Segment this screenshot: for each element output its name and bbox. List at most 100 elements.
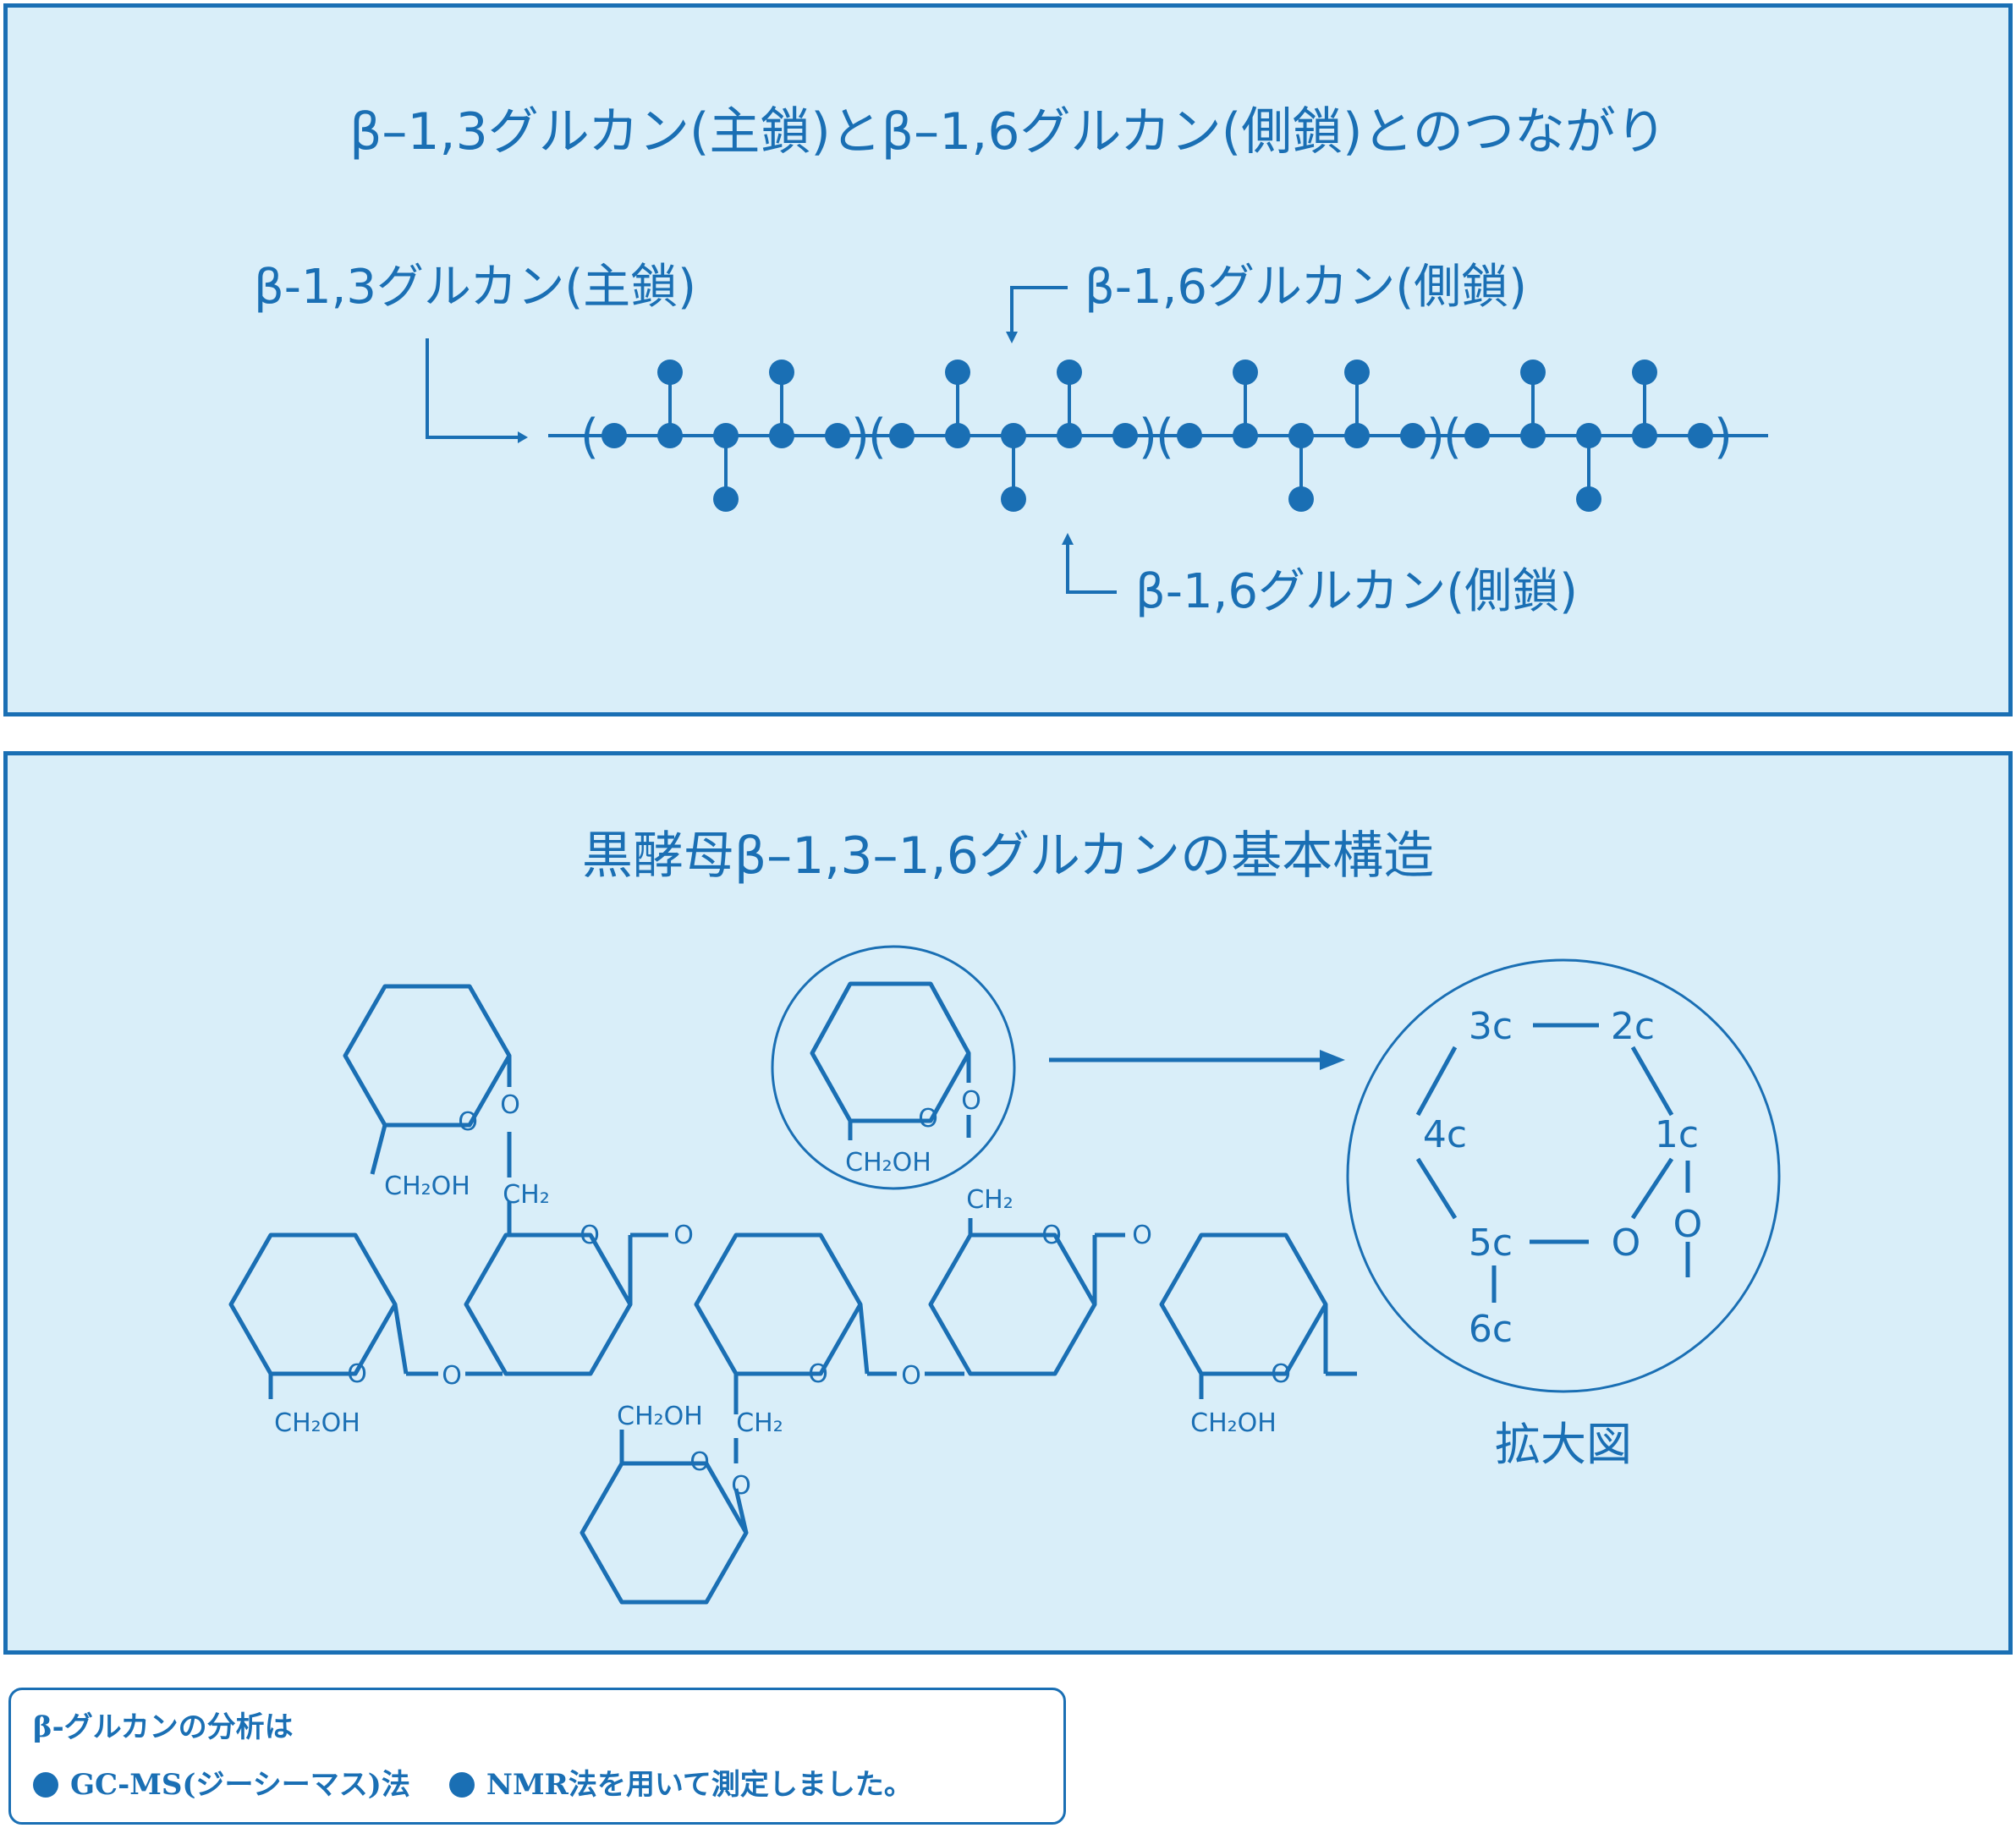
bridge-oxygen-label: O: [673, 1221, 694, 1250]
highlight-circle: [771, 945, 1016, 1190]
side-chain-glucose-node: [1057, 360, 1082, 385]
upper-side-chain-pointer: [1010, 286, 1068, 337]
ch2oh-label: CH₂OH: [845, 1148, 931, 1177]
ch2oh-label: CH₂OH: [274, 1408, 360, 1438]
lower-side-chain-label: β-1,6グルカン(側鎖): [1135, 564, 1578, 619]
bullet-icon: [448, 1772, 475, 1798]
ring-oxygen-label: O: [1271, 1359, 1291, 1389]
ch2oh-label: CH₂OH: [384, 1172, 470, 1201]
main-chain-glucose-node: [1001, 423, 1026, 448]
structure-diagram: O O CH₂OH CH₂ O O O O CH₂OH O O CH₂OH CH…: [228, 945, 1781, 1605]
carbon-6-label: 6c: [1469, 1308, 1513, 1351]
main-chain-glucose-node: [1520, 423, 1546, 448]
side-chain-glucose-node: [1576, 486, 1601, 512]
chain-panel-title: β–1,3グルカン(主鎖)とβ–1,6グルカン(側鎖)とのつながり: [349, 102, 1667, 162]
main-chain-glucose-node: [825, 423, 850, 448]
enlarge-arrowhead: [1320, 1050, 1345, 1070]
bullet-icon: [33, 1772, 58, 1798]
ring-oxygen-enlarged: O: [1612, 1221, 1641, 1265]
chain-units: ()()()(): [580, 360, 1733, 512]
main-chain-glucose-node: [1344, 423, 1370, 448]
glucose-ring-bottom-4: [928, 1232, 1097, 1376]
enlarged-view-circle: [1346, 958, 1781, 1393]
main-chain-glucose-node: [1057, 423, 1082, 448]
ch2-label: CH₂: [503, 1180, 550, 1210]
carbon-2-label: 2c: [1611, 1005, 1655, 1048]
method-gcms: GC-MS(ジーシーマス)法: [70, 1768, 410, 1802]
glycosidic-oxygen-enlarged: O: [1673, 1203, 1703, 1246]
ring-oxygen-label: O: [458, 1107, 478, 1137]
ring-oxygen-label: O: [689, 1447, 710, 1477]
carbon-1-label: 1c: [1655, 1113, 1699, 1156]
ch2oh-label: CH₂OH: [617, 1402, 703, 1431]
glucose-ring-bottom-3: [694, 1232, 863, 1376]
side-chain-glucose-node: [1233, 360, 1258, 385]
main-chain-glucose-node: [1233, 423, 1258, 448]
repeat-paren-close: ): [1714, 409, 1733, 464]
bridge-oxygen-label: O: [731, 1471, 751, 1501]
lower-arrowhead: [1062, 533, 1074, 545]
carbon-5-label: 5c: [1469, 1221, 1513, 1265]
carbon-3-label: 3c: [1469, 1005, 1513, 1048]
analysis-note: β-グルカンの分析は GC-MS(ジーシーマス)法 NMR法を用いて測定しました。: [8, 1688, 1066, 1825]
ch2oh-label: CH₂OH: [1190, 1408, 1277, 1438]
main-chain-glucose-node: [1688, 423, 1713, 448]
ring-oxygen-label: O: [808, 1359, 828, 1389]
main-chain-glucose-node: [1464, 423, 1490, 448]
glucose-ring-hanging: [580, 1461, 749, 1605]
ring-oxygen-label: O: [347, 1359, 367, 1389]
glucose-ring-bottom-5: [1159, 1232, 1328, 1376]
note-title: β-グルカンの分析は: [33, 1710, 294, 1744]
chain-connection-panel: β–1,3グルカン(主鎖)とβ–1,6グルカン(側鎖)とのつながり: [3, 3, 2013, 716]
main-chain-glucose-node: [1177, 423, 1202, 448]
main-chain-glucose-node: [769, 423, 794, 448]
side-chain-glucose-node: [945, 360, 970, 385]
repeat-paren-close: ): [851, 409, 870, 464]
side-chain-glucose-node: [713, 486, 739, 512]
main-chain-glucose-node: [889, 423, 915, 448]
repeat-paren-open: (: [868, 409, 887, 464]
note-methods: GC-MS(ジーシーマス)法 NMR法を用いて測定しました。: [33, 1761, 913, 1803]
repeat-paren-close: ): [1139, 409, 1157, 464]
repeat-paren-close: ): [1426, 409, 1445, 464]
glucose-ring-top-left: [343, 984, 512, 1128]
ring-oxygen-label: O: [500, 1090, 520, 1120]
lower-side-chain-pointer: [1066, 540, 1117, 594]
repeat-paren-open: (: [1443, 409, 1462, 464]
main-chain-glucose-node: [657, 423, 683, 448]
glucose-ring-bottom-2: [464, 1232, 633, 1376]
upper-arrowhead: [1006, 332, 1018, 343]
enlarged-view-caption: 拡大図: [1495, 1418, 1632, 1471]
main-chain-glucose-node: [945, 423, 970, 448]
upper-side-chain-label: β-1,6グルカン(側鎖): [1085, 260, 1527, 315]
repeat-paren-open: (: [1156, 409, 1174, 464]
side-chain-glucose-node: [657, 360, 683, 385]
bridge-oxygen-label: O: [442, 1361, 462, 1391]
main-chain-glucose-node: [1112, 423, 1138, 448]
bridge-oxygen-label: O: [901, 1361, 921, 1391]
glucose-ring-bottom-1: [228, 1232, 398, 1376]
structure-panel-title: 黒酵母β–1,3–1,6グルカンの基本構造: [581, 826, 1435, 886]
method-nmr: NMR法を用いて測定しました。: [486, 1768, 913, 1802]
main-chain-glucose-node: [1400, 423, 1425, 448]
main-chain-glucose-node: [602, 423, 627, 448]
main-chain-label: β-1,3グルカン(主鎖): [254, 260, 696, 315]
ch2-label: CH₂: [966, 1185, 1013, 1215]
main-chain-glucose-node: [1288, 423, 1314, 448]
main-chain-glucose-node: [1576, 423, 1601, 448]
carbon-4-label: 4c: [1423, 1113, 1467, 1156]
side-chain-glucose-node: [1344, 360, 1370, 385]
ch2-label: CH₂: [736, 1408, 783, 1438]
basic-structure-panel: 黒酵母β–1,3–1,6グルカンの基本構造: [3, 751, 2013, 1655]
ring-oxygen-label: O: [918, 1104, 938, 1134]
side-chain-glucose-node: [1632, 360, 1657, 385]
chain-diagram: ()()()() β-1,3グルカン(主鎖) β-1,6グルカン(側鎖) β-1…: [254, 260, 1768, 619]
side-chain-glucose-node: [1520, 360, 1546, 385]
bridge-oxygen-label: O: [1132, 1221, 1152, 1250]
side-chain-glucose-node: [1288, 486, 1314, 512]
ring-oxygen-label: O: [961, 1086, 981, 1116]
main-chain-glucose-node: [1632, 423, 1657, 448]
main-chain-pointer: [426, 338, 518, 439]
main-chain-arrowhead: [518, 431, 528, 443]
side-chain-glucose-node: [1001, 486, 1026, 512]
